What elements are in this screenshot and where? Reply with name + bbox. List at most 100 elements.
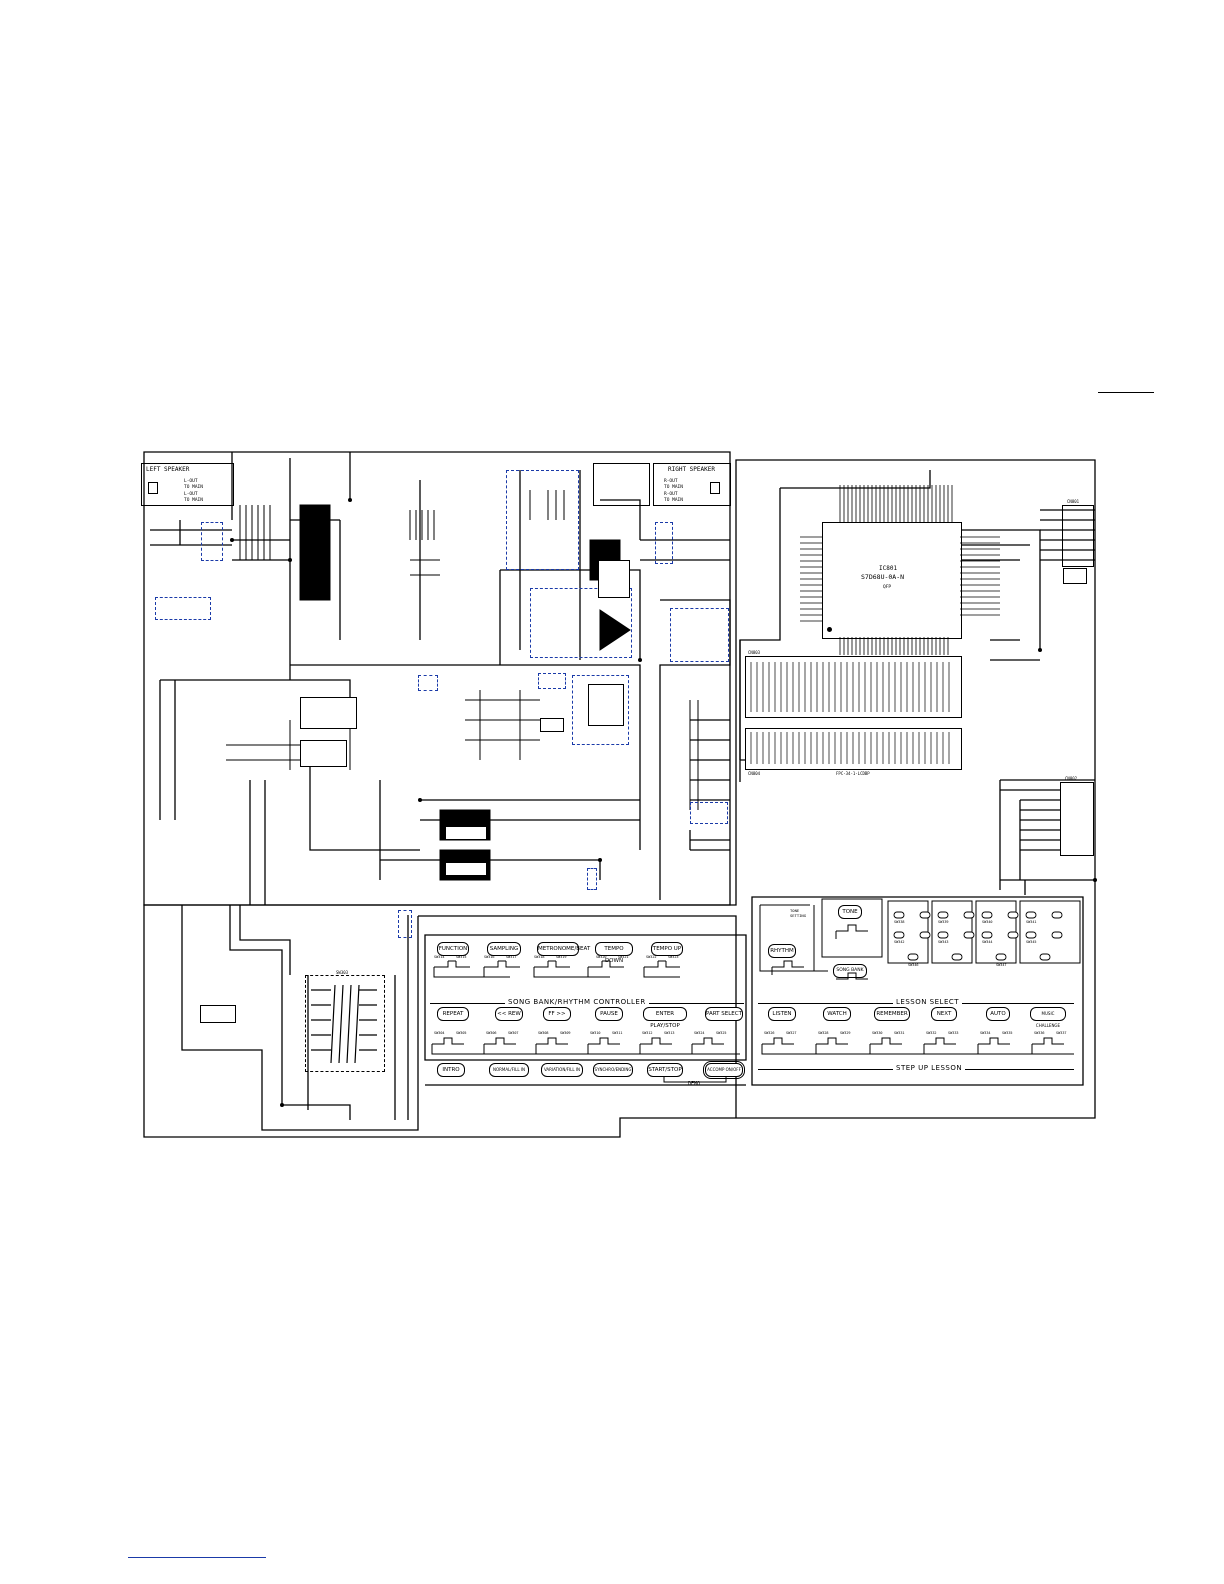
lesson-switch-row xyxy=(761,1037,1074,1055)
switch-ref: SW342 xyxy=(894,940,905,944)
switch-ref: SW333 xyxy=(948,1031,959,1035)
switch-ref: SW337 xyxy=(1056,1031,1067,1035)
mid-speaker-jack-block xyxy=(593,463,650,506)
enter-play-stop-button[interactable]: ENTER PLAY/STOP xyxy=(643,1007,687,1029)
fast-forward-button[interactable]: FF >> xyxy=(543,1007,571,1021)
tone-button[interactable]: TONE xyxy=(838,905,862,919)
lcd-connector-bottom: CN804 FPC-34-1-LCDBP xyxy=(745,728,962,776)
cpu-part: S7D68U-0A-N xyxy=(861,573,905,581)
intro-button[interactable]: INTRO xyxy=(437,1063,465,1077)
switch-ref: SW339 xyxy=(938,920,949,924)
step-up-lesson-title: STEP UP LESSON xyxy=(893,1064,966,1072)
ic-block xyxy=(445,862,487,876)
song-bank-title: SONG BANK/RHYTHM CONTROLLER xyxy=(505,998,649,1006)
shield-outline xyxy=(572,675,629,745)
lcd-connector-top-label: CN803 xyxy=(748,650,761,655)
lcd-cable-label: FPC-34-1-LCDBP xyxy=(836,771,870,776)
switch-ref: SW322 xyxy=(646,955,657,959)
shield-outline xyxy=(201,522,223,561)
listen-button[interactable]: LISTEN xyxy=(768,1007,796,1021)
switch-ref: SW313 xyxy=(664,1031,675,1035)
cpu-package: QFP xyxy=(883,585,892,590)
lesson-select-title: LESSON SELECT xyxy=(893,998,963,1006)
left-speaker-line-2: TO MAIN xyxy=(184,485,203,490)
rewind-button[interactable]: << REW xyxy=(495,1007,523,1021)
shield-outline xyxy=(655,522,673,564)
pot-switch xyxy=(200,1005,236,1023)
metronome-beat-button[interactable]: METRONOME/BEAT xyxy=(537,942,590,956)
tempo-down-button[interactable]: TEMPO DOWN xyxy=(595,942,633,964)
connector-cn801: CN801 xyxy=(1062,499,1094,567)
switch-ref: SW317 xyxy=(506,955,517,959)
switch-ref: SW326 xyxy=(764,1031,775,1035)
switch-ref: SW318 xyxy=(534,955,545,959)
ic-block xyxy=(300,740,347,767)
left-speaker-block: LEFT SPEAKER L-OUT TO MAIN L-OUT TO MAIN xyxy=(141,463,234,506)
connector-cn802-label: CN802 xyxy=(1065,776,1078,781)
watch-button[interactable]: WATCH xyxy=(823,1007,851,1021)
rhythm-button[interactable]: RHYTHM xyxy=(768,944,796,958)
cpu-pins xyxy=(800,485,1000,655)
switch-ref: SW308 xyxy=(538,1031,549,1035)
shield-outline xyxy=(418,675,438,691)
switch-ref: SW306 xyxy=(486,1031,497,1035)
variation-fill-in-button[interactable]: VARIATION/FILL IN xyxy=(541,1063,583,1077)
start-stop-button[interactable]: START/STOP xyxy=(647,1063,683,1077)
switch-ref: SW345 xyxy=(1026,940,1037,944)
switch-ref: SW325 xyxy=(716,1031,727,1035)
switch-ref: SW314 xyxy=(434,955,445,959)
accomp-on-off-button[interactable]: ACCOMP ON/OFF xyxy=(703,1061,745,1079)
switch-ref: SW324 xyxy=(694,1031,705,1035)
auto-button[interactable]: AUTO xyxy=(986,1007,1010,1021)
connector-cn801-label: CN801 xyxy=(1067,499,1080,504)
right-speaker-line-2: TO MAIN xyxy=(664,485,683,490)
speaker-icon xyxy=(148,482,158,494)
shield-outline xyxy=(538,673,566,689)
ic-block xyxy=(300,697,357,729)
repeat-button[interactable]: REPEAT xyxy=(437,1007,469,1021)
music-challenge-button[interactable]: MUSIC CHALLENGE xyxy=(1030,1007,1066,1028)
tempo-up-button[interactable]: TEMPO UP xyxy=(651,942,683,956)
next-button[interactable]: NEXT xyxy=(931,1007,957,1021)
song-bank-button[interactable]: SONG BANK xyxy=(833,964,867,978)
lcd-connector-top: CN803 xyxy=(745,650,962,718)
switch-ref: SW336 xyxy=(1034,1031,1045,1035)
footer-rule xyxy=(128,1557,266,1558)
switch-ref: SW338 xyxy=(894,920,905,924)
sampling-button[interactable]: SAMPLING xyxy=(487,942,521,956)
switch-ref: SW344 xyxy=(982,940,993,944)
function-button[interactable]: FUNCTION xyxy=(437,942,469,956)
pause-button[interactable]: PAUSE xyxy=(595,1007,623,1021)
switch-ref: SW334 xyxy=(980,1031,991,1035)
top-switch-row xyxy=(433,960,680,978)
part-select-button[interactable]: PART SELECT xyxy=(705,1007,743,1021)
demo-label: DEMO xyxy=(688,1081,701,1087)
shield-outline xyxy=(506,470,579,570)
switch-ref: SW321 xyxy=(618,955,629,959)
switch-ref: SW328 xyxy=(818,1031,829,1035)
switch-ref: SW305 xyxy=(456,1031,467,1035)
left-speaker-title: LEFT SPEAKER xyxy=(146,466,190,473)
cpu-ref: IC801 xyxy=(879,565,898,572)
switch-ref: SW310 xyxy=(590,1031,601,1035)
switch-ref: SW315 xyxy=(456,955,467,959)
speaker-icon xyxy=(710,482,720,494)
remember-button[interactable]: REMEMBER xyxy=(874,1007,910,1021)
switch-ref: SW340 xyxy=(982,920,993,924)
header-rule xyxy=(1098,392,1154,393)
ic-block xyxy=(588,684,624,726)
right-speaker-line-4: TO MAIN xyxy=(664,498,683,503)
switch-ref: SW316 xyxy=(484,955,495,959)
ic-block xyxy=(445,826,487,840)
switch-ref: SW323 xyxy=(668,955,679,959)
normal-fill-in-button[interactable]: NORMAL/FILL IN xyxy=(489,1063,529,1077)
shield-outline xyxy=(690,802,728,824)
switch-ref: SW346 xyxy=(908,963,919,967)
sw303-contacts xyxy=(311,984,377,1064)
right-speaker-title: RIGHT SPEAKER xyxy=(668,466,715,473)
switch-ref: SW335 xyxy=(1002,1031,1013,1035)
right-speaker-block: RIGHT SPEAKER R-OUT TO MAIN R-OUT TO MAI… xyxy=(653,463,731,506)
synchro-ending-button[interactable]: SYNCHRO/ENDING xyxy=(593,1063,633,1077)
cpu-chip: IC801 S7D68U-0A-N QFP xyxy=(822,522,962,639)
